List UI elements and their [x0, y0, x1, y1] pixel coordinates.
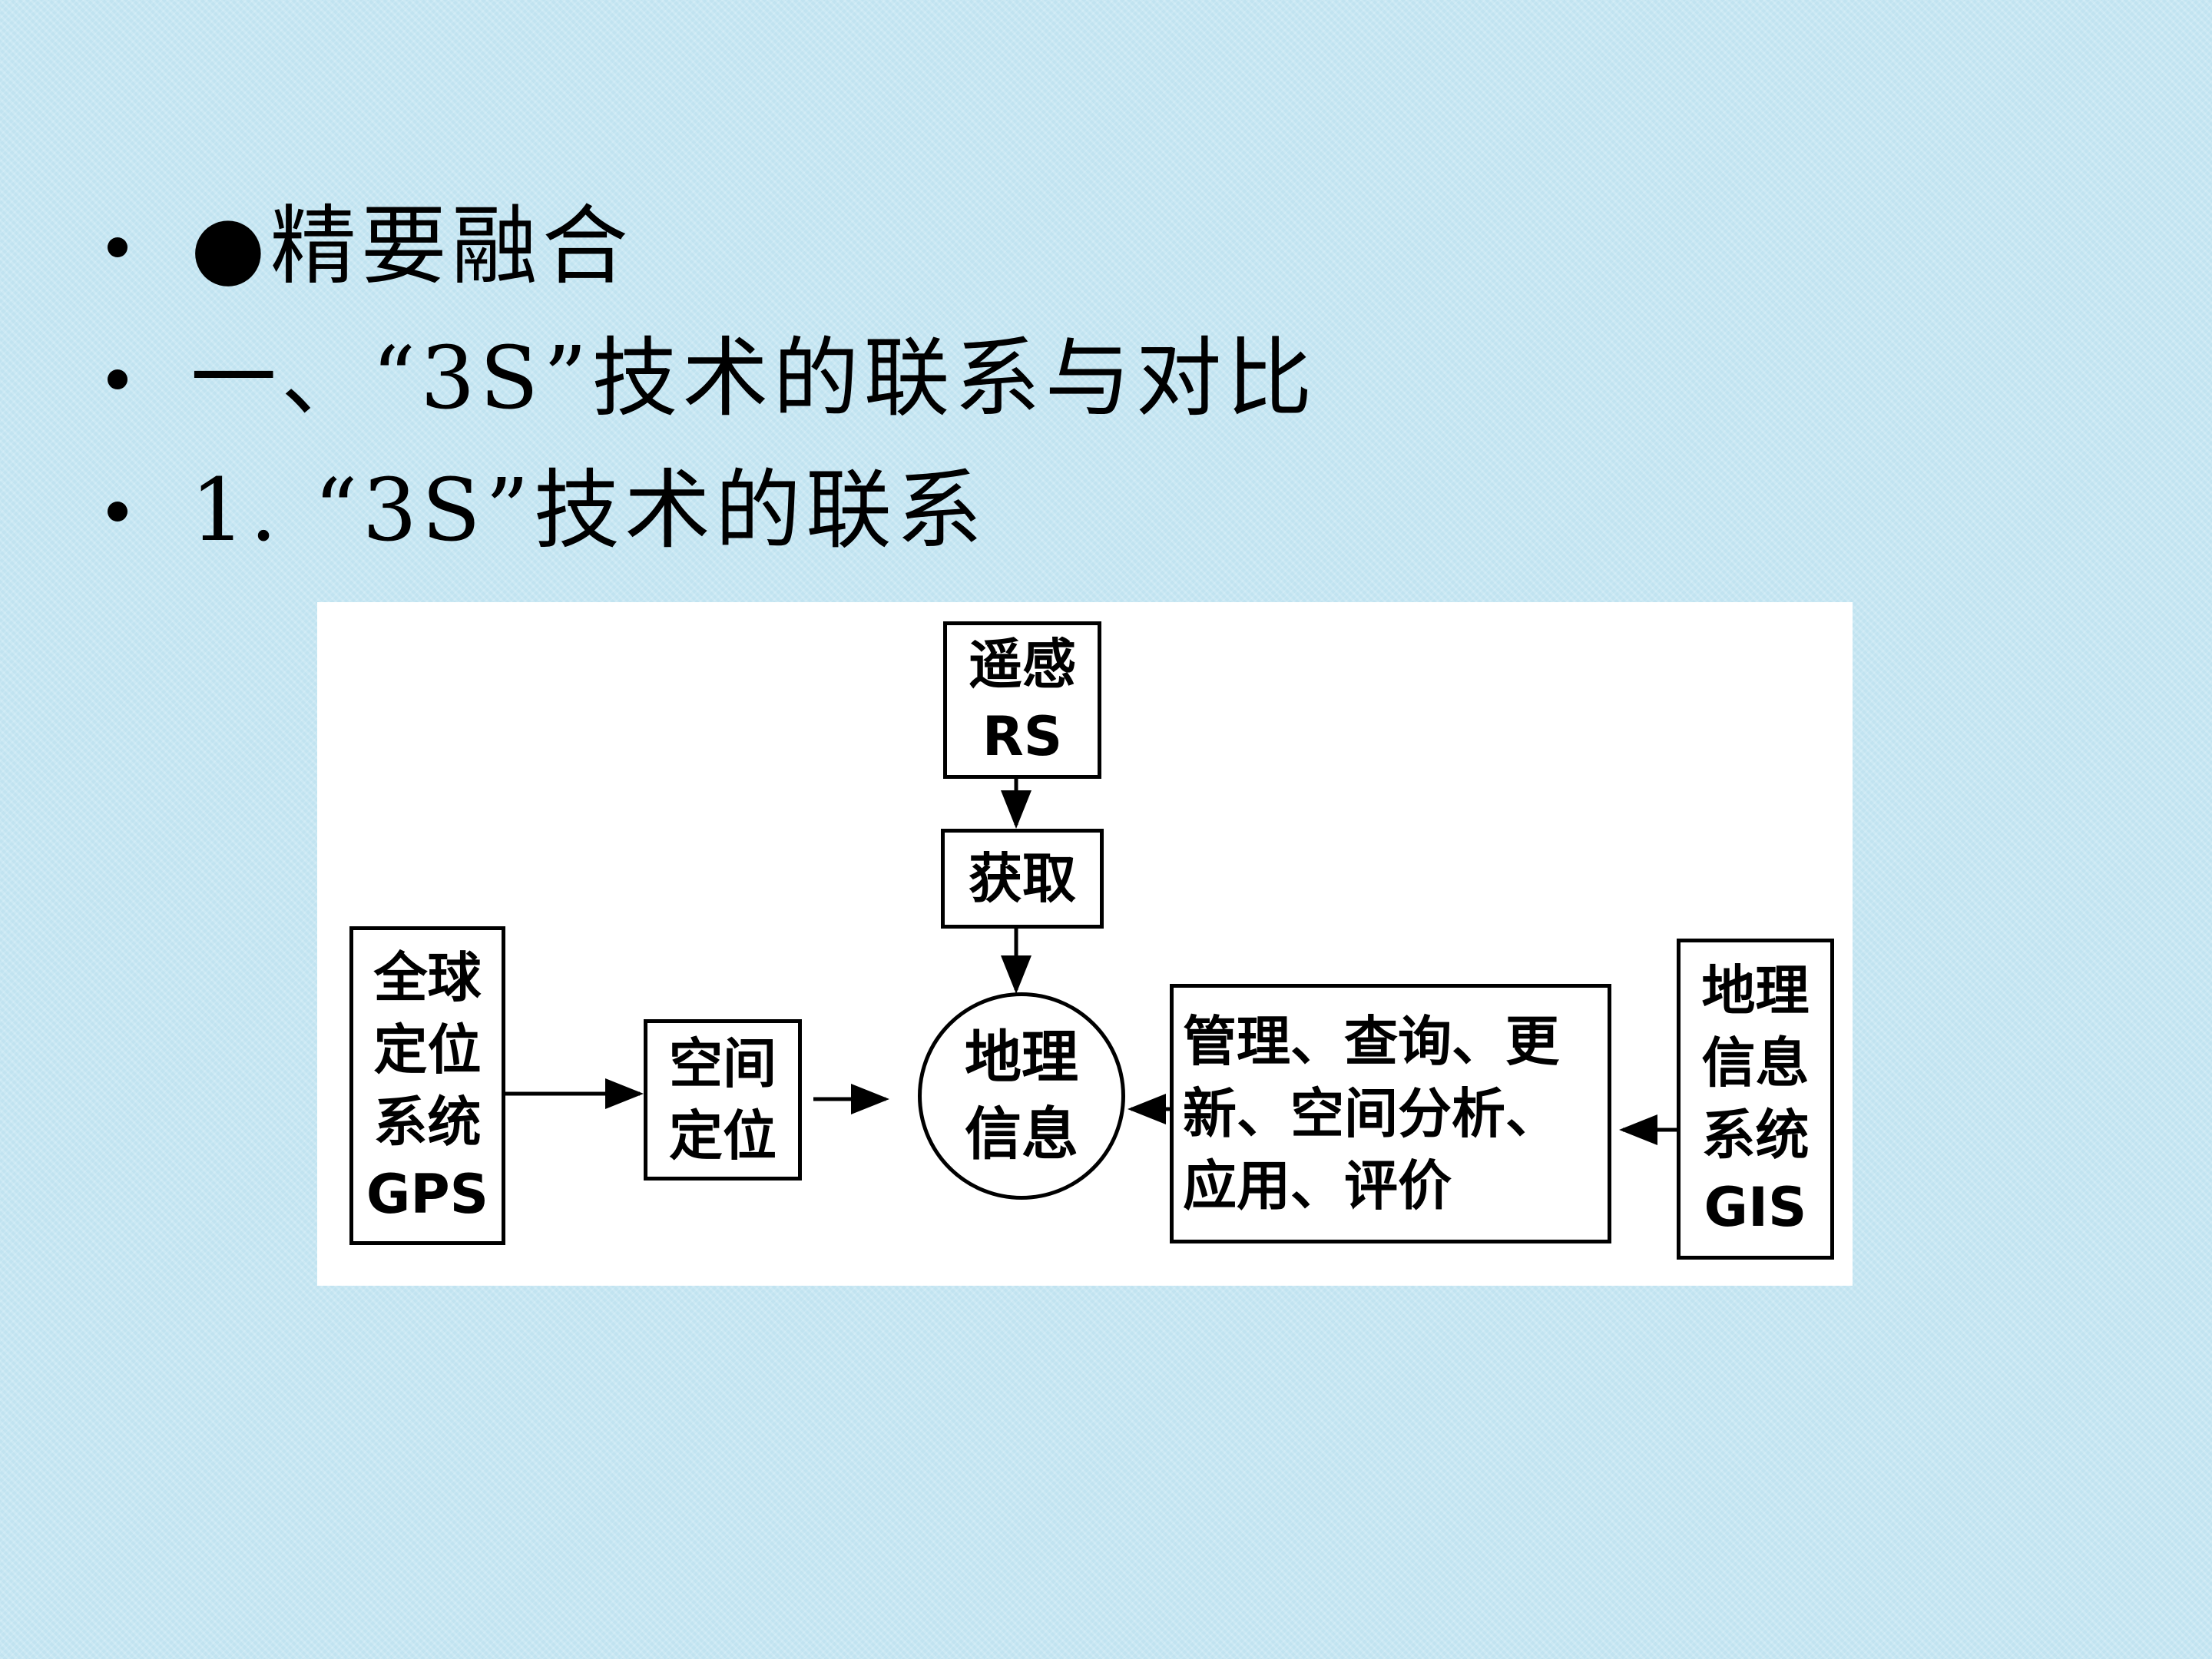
node-gis: 地理 信息 系统 GIS	[1677, 939, 1834, 1260]
3s-relationship-diagram: 遥感 RS 获取 全球 定位 系统 GPS 空间 定位 地理 信息 管理、查询、…	[317, 602, 1853, 1286]
bullet-text: 1. “3S”技术的联系	[190, 461, 987, 561]
node-geographic-information-label: 地理 信息	[965, 1025, 1078, 1167]
node-remote-sensing: 遥感 RS	[943, 621, 1101, 779]
node-spatial-positioning-label: 空间 定位	[669, 1032, 777, 1167]
bullet-text: ●精要融合	[190, 197, 633, 296]
bullet-text: 一、“3S”技术的联系与对比	[190, 329, 1317, 429]
bullet-item-section: ●精要融合	[100, 180, 1317, 313]
node-spatial-positioning: 空间 定位	[644, 1019, 802, 1181]
node-gps-label: 全球 定位 系统 GPS	[366, 945, 489, 1226]
diagram-edges	[505, 779, 1677, 1145]
bullet-dot-icon	[108, 502, 127, 522]
bullet-item-subheading: 1. “3S”技术的联系	[100, 445, 1317, 577]
node-gis-label: 地理 信息 系统 GIS	[1701, 959, 1810, 1239]
node-acquire: 获取	[941, 829, 1104, 929]
bullet-dot-icon	[108, 369, 127, 389]
node-gis-functions-label: 管理、查询、更 新、空间分析、 应用、评价	[1183, 1010, 1559, 1217]
node-geographic-information: 地理 信息	[918, 992, 1125, 1200]
bullet-item-heading: 一、“3S”技术的联系与对比	[100, 313, 1317, 445]
bullet-list: ●精要融合 一、“3S”技术的联系与对比 1. “3S”技术的联系	[100, 180, 1317, 577]
node-gps: 全球 定位 系统 GPS	[349, 926, 505, 1245]
bullet-dot-icon	[108, 237, 127, 257]
node-remote-sensing-label: 遥感 RS	[969, 632, 1076, 768]
node-acquire-label: 获取	[969, 847, 1076, 910]
node-gis-functions: 管理、查询、更 新、空间分析、 应用、评价	[1170, 984, 1611, 1243]
